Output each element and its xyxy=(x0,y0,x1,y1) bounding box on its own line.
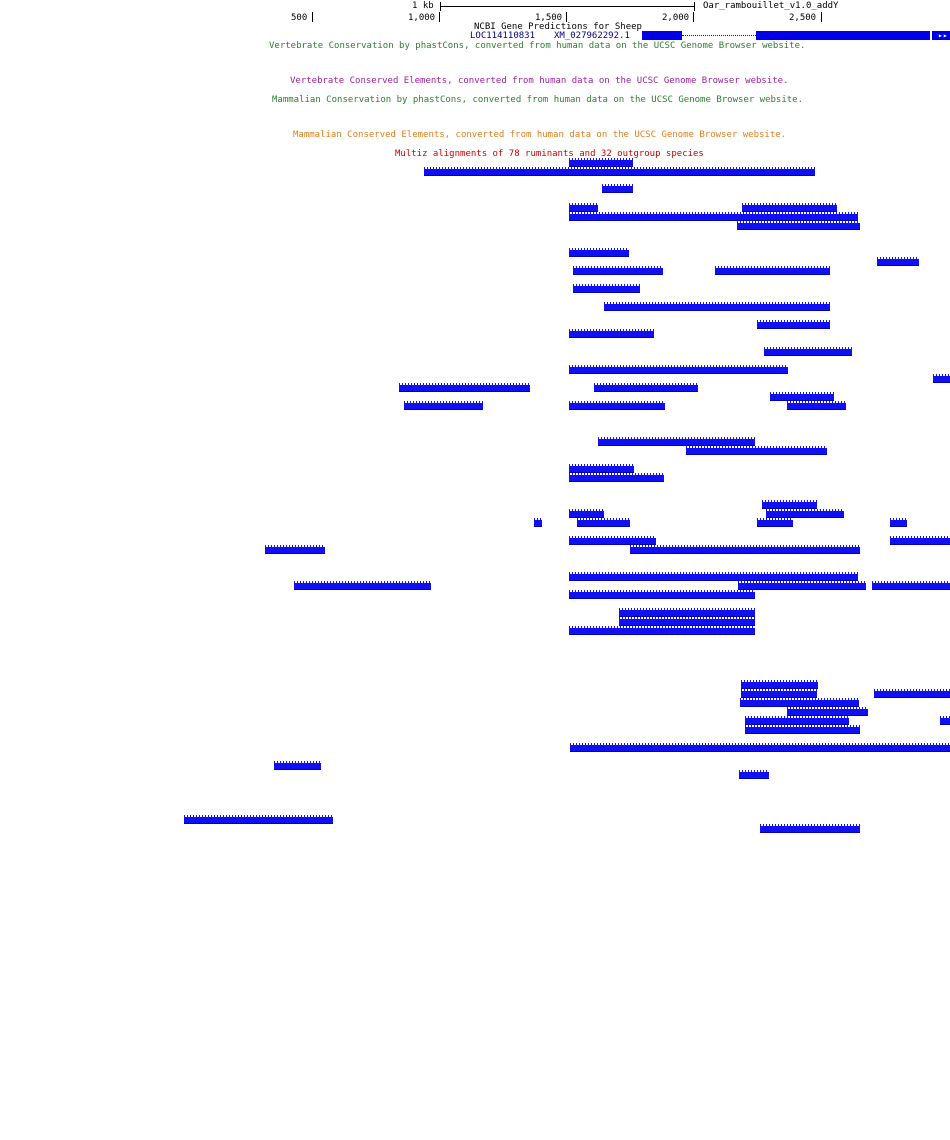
transcript-label[interactable]: XM_027962292.1 xyxy=(554,31,630,41)
ruler-tick-label: 2,000 xyxy=(662,13,690,23)
gene-exon-block[interactable] xyxy=(642,31,682,40)
ruler-tick-label: 500 xyxy=(291,13,308,23)
alignment-block[interactable] xyxy=(569,401,665,410)
alignment-block[interactable] xyxy=(762,500,817,509)
gene-intron-line[interactable] xyxy=(682,35,756,36)
alignment-block[interactable] xyxy=(602,184,633,193)
ruler-tick-label: 1,000 xyxy=(408,13,436,23)
alignment-block[interactable] xyxy=(940,716,950,725)
assembly-name[interactable]: Oar_rambouillet_v1.0_addY xyxy=(703,1,839,11)
alignment-block[interactable] xyxy=(630,545,860,554)
alignment-block[interactable] xyxy=(787,401,846,410)
alignment-block[interactable] xyxy=(569,158,633,167)
alignment-block[interactable] xyxy=(874,689,950,698)
multiz-track-title[interactable]: Multiz alignments of 78 ruminants and 32… xyxy=(395,149,704,159)
mammalian-conservation-title[interactable]: Mammalian Conservation by phastCons, con… xyxy=(272,95,804,105)
ruler-tick xyxy=(312,12,313,22)
alignment-block[interactable] xyxy=(569,248,629,257)
alignment-block[interactable] xyxy=(770,392,834,401)
alignment-block[interactable] xyxy=(184,815,333,824)
alignment-block[interactable] xyxy=(890,536,950,545)
gene-exon-block[interactable] xyxy=(932,31,950,40)
gene-label[interactable]: LOC114110831 xyxy=(470,31,536,41)
alignment-block[interactable] xyxy=(424,167,815,176)
ruler-tick-label: 2,500 xyxy=(789,13,817,23)
alignment-block[interactable] xyxy=(569,626,755,635)
scale-bar xyxy=(440,6,695,7)
alignment-block[interactable] xyxy=(294,581,431,590)
alignment-block[interactable] xyxy=(686,446,827,455)
alignment-block[interactable] xyxy=(573,284,640,293)
alignment-block[interactable] xyxy=(399,383,530,392)
alignment-block[interactable] xyxy=(534,518,542,527)
alignment-block[interactable] xyxy=(739,770,769,779)
alignment-block[interactable] xyxy=(569,464,634,473)
ruler-tick xyxy=(566,12,567,22)
alignment-block[interactable] xyxy=(738,581,866,590)
gene-strand-arrows-icon: ▸▸ xyxy=(938,31,948,40)
alignment-block[interactable] xyxy=(594,383,698,392)
alignment-block[interactable] xyxy=(737,221,860,230)
alignment-block[interactable] xyxy=(890,518,907,527)
ruler-tick xyxy=(821,12,822,22)
scale-label: 1 kb xyxy=(412,1,434,11)
alignment-block[interactable] xyxy=(569,203,598,212)
alignment-block[interactable] xyxy=(757,518,793,527)
alignment-block[interactable] xyxy=(872,581,950,590)
scale-bar-left-tick xyxy=(440,2,441,11)
gene-exon-block[interactable] xyxy=(756,31,930,40)
scale-bar-right-tick xyxy=(694,2,695,11)
alignment-block[interactable] xyxy=(569,365,788,374)
alignment-block[interactable] xyxy=(745,725,860,734)
alignment-block[interactable] xyxy=(569,473,664,482)
alignment-block[interactable] xyxy=(764,347,852,356)
alignment-block[interactable] xyxy=(404,401,483,410)
alignment-block[interactable] xyxy=(569,572,858,581)
alignment-block[interactable] xyxy=(569,509,604,518)
alignment-block[interactable] xyxy=(619,617,755,626)
alignment-block[interactable] xyxy=(274,761,321,770)
alignment-block[interactable] xyxy=(265,545,325,554)
alignment-block[interactable] xyxy=(619,608,755,617)
gene-track-title[interactable]: NCBI Gene Predictions for Sheep xyxy=(474,22,642,32)
ruler-tick xyxy=(439,12,440,22)
alignment-block[interactable] xyxy=(741,689,817,698)
alignment-block[interactable] xyxy=(569,536,656,545)
alignment-block[interactable] xyxy=(766,509,844,518)
alignment-block[interactable] xyxy=(577,518,630,527)
alignment-block[interactable] xyxy=(877,257,919,266)
alignment-block[interactable] xyxy=(787,707,868,716)
alignment-block[interactable] xyxy=(760,824,860,833)
alignment-block[interactable] xyxy=(742,203,837,212)
vertebrate-conservation-title[interactable]: Vertebrate Conservation by phastCons, co… xyxy=(269,41,806,51)
mammalian-elements-title[interactable]: Mammalian Conserved Elements, converted … xyxy=(293,130,787,140)
ruler-tick-label: 1,500 xyxy=(535,13,563,23)
vertebrate-elements-title[interactable]: Vertebrate Conserved Elements, converted… xyxy=(290,76,789,86)
alignment-block[interactable] xyxy=(604,302,830,311)
alignment-block[interactable] xyxy=(598,437,755,446)
ruler-tick xyxy=(693,12,694,22)
alignment-block[interactable] xyxy=(745,716,849,725)
alignment-block[interactable] xyxy=(573,266,663,275)
alignment-block[interactable] xyxy=(740,698,859,707)
alignment-block[interactable] xyxy=(569,329,654,338)
alignment-block[interactable] xyxy=(757,320,830,329)
alignment-block[interactable] xyxy=(741,680,818,689)
alignment-block[interactable] xyxy=(933,374,950,383)
alignment-block[interactable] xyxy=(569,212,858,221)
alignment-block[interactable] xyxy=(569,590,755,599)
alignment-block[interactable] xyxy=(715,266,830,275)
alignment-block[interactable] xyxy=(570,743,950,752)
